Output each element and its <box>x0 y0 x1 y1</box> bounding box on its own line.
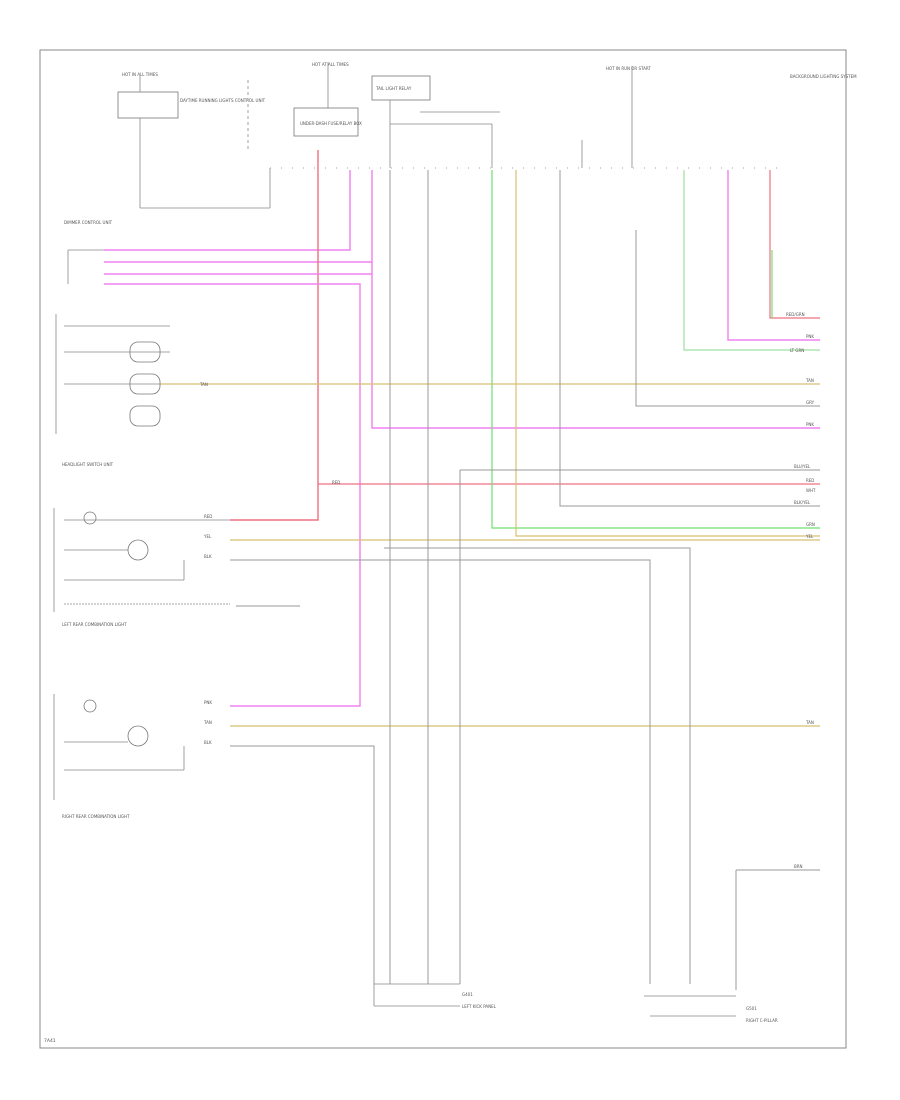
top-fuse-a-label: HOT IN ALL TIMES <box>122 72 158 77</box>
left-wire-label-1: TAN <box>199 382 208 387</box>
dimmer-block: DIMMER CONTROL UNIT <box>64 220 113 284</box>
left-rear-label: LEFT REAR COMBINATION LIGHT <box>62 622 127 627</box>
left-rear-combination-light: LEFT REAR COMBINATION LIGHT <box>53 508 230 627</box>
top-fuse-c-label: HOT IN RUN OR START <box>606 66 651 71</box>
wire-label-7: BLU/YEL <box>794 464 811 469</box>
wire-label-3: LT GRN <box>790 348 804 353</box>
wire-label-2: PNK <box>806 334 814 339</box>
wire-label-9: WHT <box>806 488 816 493</box>
ground-a: G401 LEFT KICK PANEL <box>373 983 497 1009</box>
diagram-frame <box>39 49 847 1049</box>
wire-label-14: BRN <box>794 864 803 869</box>
wire-label-6: PNK <box>806 422 814 427</box>
left-top-component: HOT IN ALL TIMES DAYTIME RUNNING LIGHTS … <box>117 72 271 209</box>
left-wire-label-7: BLK <box>204 740 212 745</box>
wire-label-1: RED/GRN <box>786 312 805 317</box>
wire-label-10: BLK/YEL <box>794 500 811 505</box>
ground-b-label: G501 <box>746 1006 757 1011</box>
left-wire-label-2: RED <box>204 514 212 519</box>
wire-label-4: TAN <box>805 378 814 383</box>
tan-wires <box>160 170 820 727</box>
left-wire-label-6: TAN <box>203 720 212 725</box>
gray-wires <box>230 170 820 990</box>
right-rear-combination-light: RIGHT REAR COMBINATION LIGHT <box>53 694 185 819</box>
junction-block-label: UNDER-DASH FUSE/RELAY BOX <box>300 121 362 126</box>
headlight-unit-label: HEADLIGHT SWITCH UNIT <box>62 462 114 467</box>
green-wires <box>491 170 820 529</box>
pink-wires <box>104 150 820 707</box>
headlight-switch-unit: HEADLIGHT SWITCH UNIT <box>55 314 170 467</box>
ground-b: G501 RIGHT C-PILLAR <box>644 995 778 1023</box>
right-note-label: BACKGROUND LIGHTING SYSTEM <box>790 74 857 79</box>
left-note-label: DAYTIME RUNNING LIGHTS CONTROL UNIT <box>180 98 266 103</box>
right-top-component: HOT IN RUN OR START BACKGROUND LIGHTING … <box>581 66 857 168</box>
top-fuse-b-label: HOT AT ALL TIMES <box>312 62 349 67</box>
left-wire-label-5: PNK <box>204 700 212 705</box>
wire-label-13: TAN <box>805 720 814 725</box>
ground-a-note: LEFT KICK PANEL <box>462 1004 497 1009</box>
left-wire-label-3: YEL <box>203 534 212 539</box>
wire-label-5: GRY <box>806 400 815 405</box>
dimmer-label: DIMMER CONTROL UNIT <box>64 220 113 225</box>
tail-relay-label: TAIL LIGHT RELAY <box>375 86 412 91</box>
page-id: 7A41 <box>44 1038 56 1044</box>
red-wires <box>318 170 820 485</box>
left-wire-labels: TAN RED YEL BLK PNK TAN BLK RED <box>199 382 340 745</box>
mid-wire-label-1: RED <box>332 480 340 485</box>
left-wire-label-4: BLK <box>204 554 212 559</box>
wire-label-8: RED <box>806 478 814 483</box>
junction-block: HOT AT ALL TIMES UNDER-DASH FUSE/RELAY B… <box>293 62 500 168</box>
right-rear-label: RIGHT REAR COMBINATION LIGHT <box>62 814 130 819</box>
wire-label-11: GRN <box>806 522 815 527</box>
ground-b-note: RIGHT C-PILLAR <box>746 1018 778 1023</box>
right-edge-labels: RED/GRN PNK LT GRN TAN GRY PNK BLU/YEL R… <box>786 312 816 869</box>
wire-label-12: YEL <box>805 534 814 539</box>
ground-a-label: G401 <box>462 992 473 997</box>
